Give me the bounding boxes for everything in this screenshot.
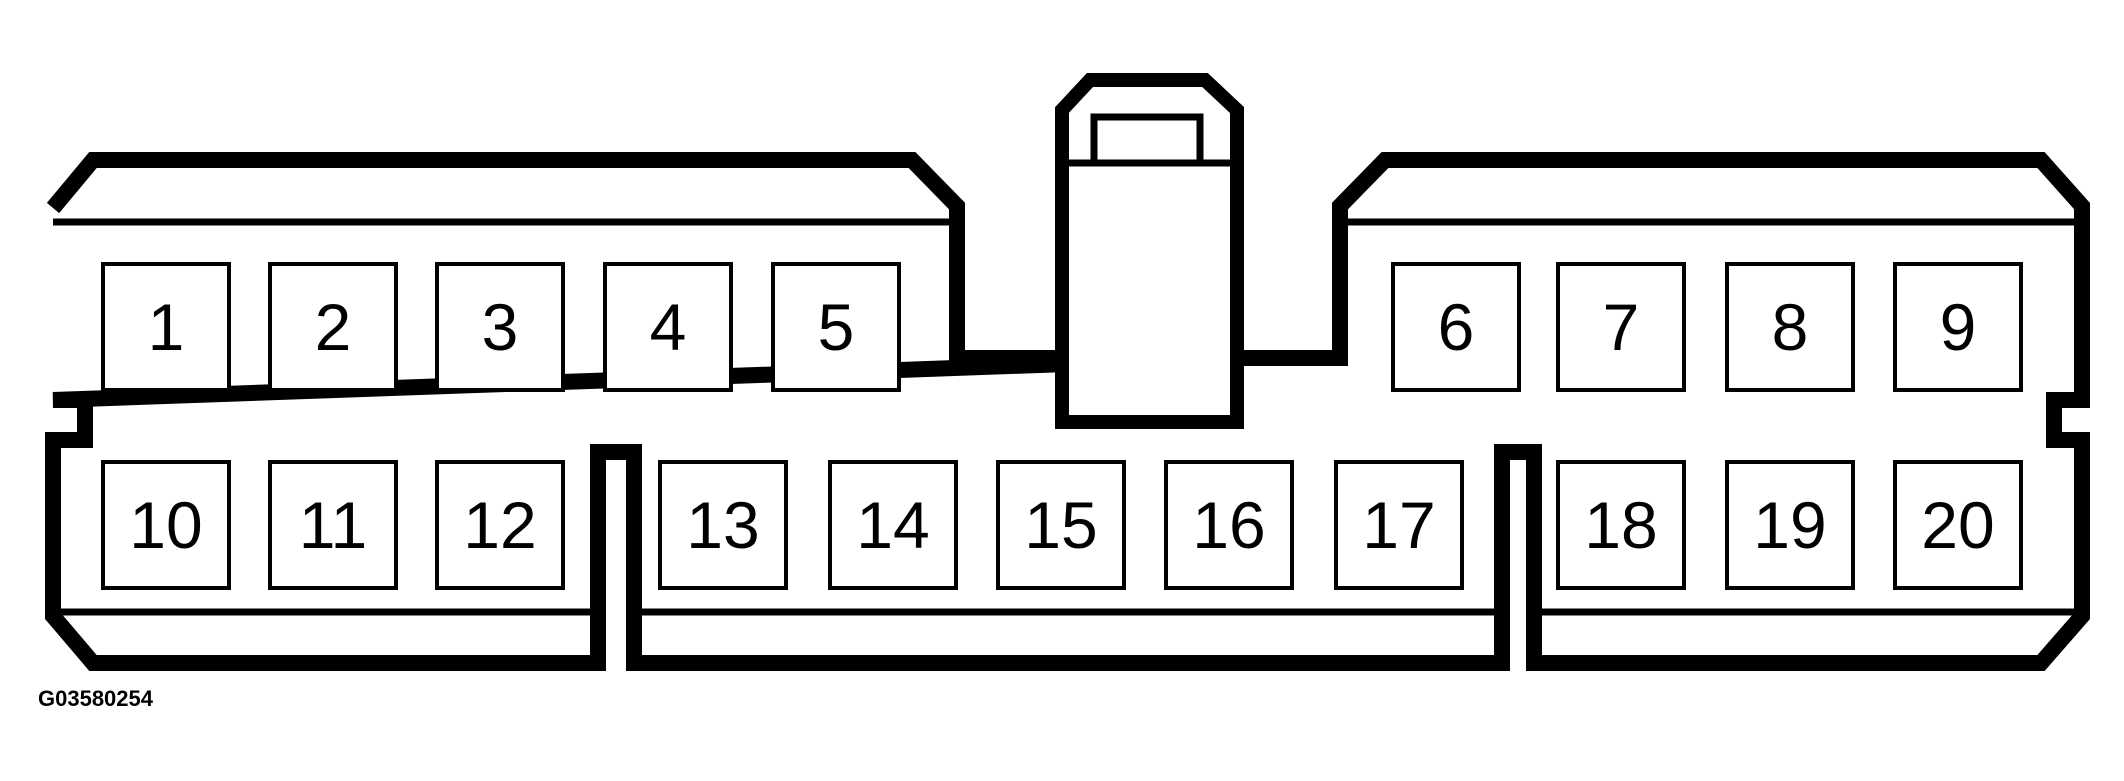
pin-cavity: 8	[1725, 262, 1855, 392]
pin-cavity-box	[1334, 460, 1464, 590]
pin-number: 3	[482, 290, 519, 364]
pin-cavity: 18	[1556, 460, 1686, 590]
pin-cavity: 10	[101, 460, 231, 590]
pin-cavity: 13	[658, 460, 788, 590]
pin-number: 9	[1940, 290, 1977, 364]
pin-number: 18	[1584, 488, 1657, 562]
pin-cavity: 16	[1164, 460, 1294, 590]
pin-cavity-box	[1893, 262, 2023, 392]
pin-number: 1	[148, 290, 185, 364]
pin-number: 13	[686, 488, 759, 562]
pin-cavity: 9	[1893, 262, 2023, 392]
pin-cavity-box	[1391, 262, 1521, 392]
pin-number: 11	[299, 488, 368, 562]
pin-cavity-box	[101, 262, 231, 392]
pin-cavity: 20	[1893, 460, 2023, 590]
pin-cavity-box	[828, 460, 958, 590]
pin-number: 10	[129, 488, 202, 562]
pin-cavity-box	[1556, 460, 1686, 590]
connector-housing-outline	[45, 152, 2090, 671]
locking-tab-window	[1090, 113, 1204, 163]
pin-cavity-box	[771, 262, 901, 392]
pin-cavity-box	[101, 460, 231, 590]
pin-number: 4	[650, 290, 687, 364]
pin-number: 6	[1438, 290, 1475, 364]
pin-cavity-box	[435, 262, 565, 392]
pin-cavity-box	[1725, 460, 1855, 590]
pin-cavity-box	[1164, 460, 1294, 590]
pin-cavity-box	[1725, 262, 1855, 392]
pin-cavity: 19	[1725, 460, 1855, 590]
locking-tab-outline	[1055, 73, 1244, 429]
pin-cavity: 12	[435, 460, 565, 590]
pin-cavity: 6	[1391, 262, 1521, 392]
pin-cavity: 14	[828, 460, 958, 590]
pin-number: 20	[1921, 488, 1994, 562]
pin-cavity: 7	[1556, 262, 1686, 392]
pin-cavity-box	[268, 262, 398, 392]
pin-cavity: 4	[603, 262, 733, 392]
pin-cavity-box	[996, 460, 1126, 590]
figure-code: G03580254	[38, 686, 154, 711]
pin-number: 14	[856, 488, 929, 562]
pin-cavity: 15	[996, 460, 1126, 590]
pin-cavity-box	[1893, 460, 2023, 590]
pin-cavity: 3	[435, 262, 565, 392]
pin-cavity-box	[603, 262, 733, 392]
pin-number: 19	[1753, 488, 1826, 562]
pin-cavity-box	[1556, 262, 1686, 392]
pin-cavity-box	[435, 460, 565, 590]
pin-cavity-box	[658, 460, 788, 590]
pin-number: 17	[1362, 488, 1435, 562]
pin-cavity: 5	[771, 262, 901, 392]
pin-cavity: 11	[268, 460, 398, 590]
pin-number: 2	[315, 290, 352, 364]
pin-cavity: 2	[268, 262, 398, 392]
pin-number: 8	[1772, 290, 1809, 364]
pin-number: 12	[463, 488, 536, 562]
pin-number: 5	[818, 290, 855, 364]
pin-cavity: 1	[101, 262, 231, 392]
pin-cavity: 17	[1334, 460, 1464, 590]
pin-number: 15	[1024, 488, 1097, 562]
pin-cavity-box	[268, 460, 398, 590]
pin-number: 7	[1603, 290, 1640, 364]
pin-number: 16	[1192, 488, 1265, 562]
